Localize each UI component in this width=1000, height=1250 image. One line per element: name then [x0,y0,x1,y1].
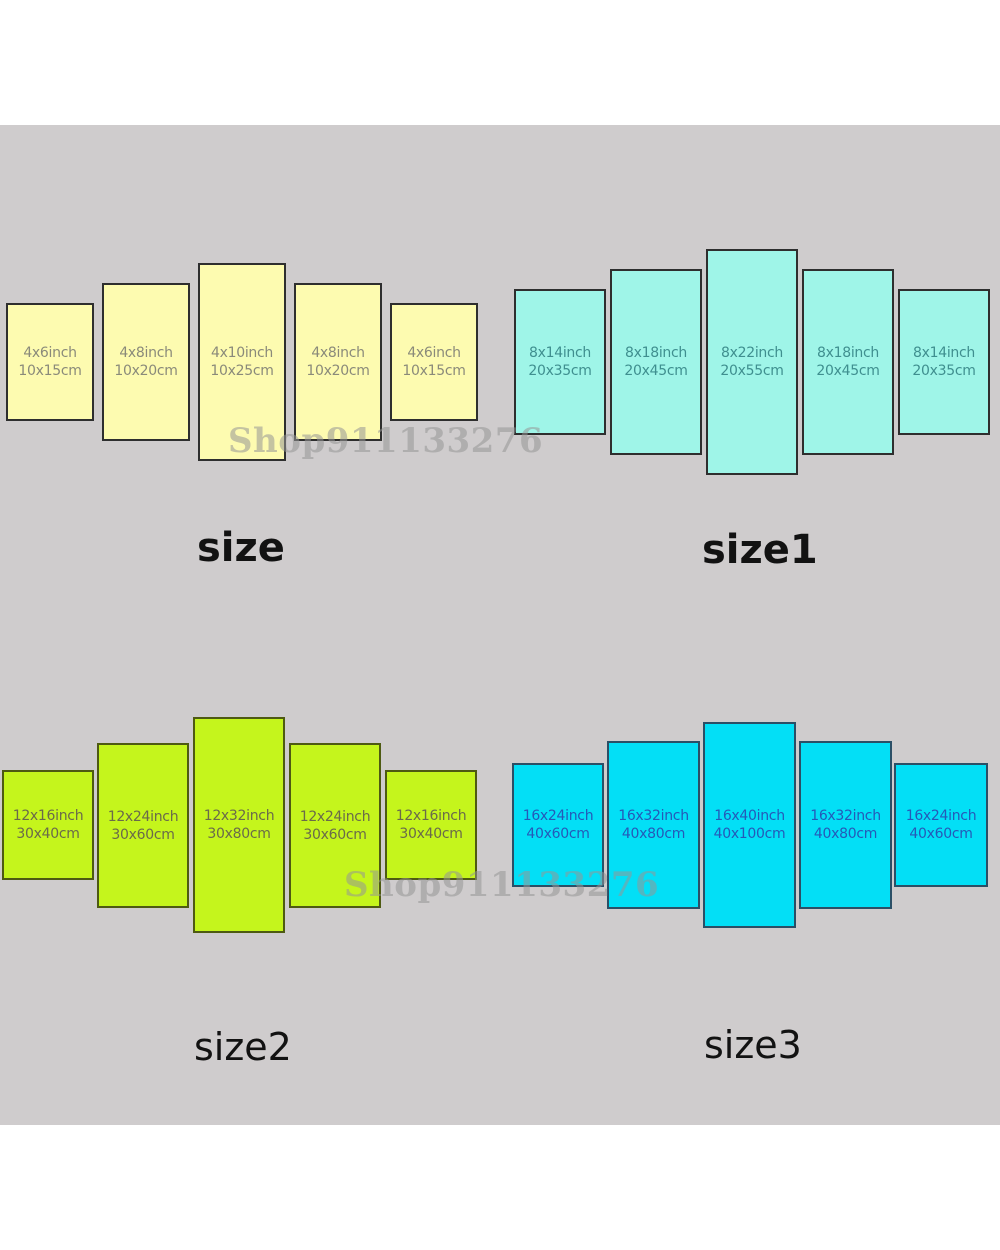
canvas-panel-1: 4x6inch 10x15cm [6,303,94,421]
size-option-size2: 12x16inch 30x40cm 12x24inch 30x60cm 12x3… [0,125,1000,1125]
panel-inch-label: 8x22inch [721,345,783,361]
panel-cm-label: 30x40cm [16,826,80,842]
panel-inch-label: 8x14inch [529,345,591,361]
canvas-panel-4: 16x32inch 40x80cm [799,741,892,909]
size3-caption: size3 [704,1023,802,1067]
canvas-panel-3: 16x40inch 40x100cm [703,722,796,928]
panel-cm-label: 40x100cm [713,826,786,842]
panel-inch-label: 16x24inch [522,808,594,824]
canvas-panel-5: 16x24inch 40x60cm [894,763,988,887]
panel-cm-label: 40x80cm [813,826,878,842]
panel-cm-label: 30x60cm [303,826,367,843]
panel-inch-label: 12x16inch [12,808,84,824]
panel-inch-label: 16x32inch [810,808,881,824]
canvas-panel-2: 8x18inch 20x45cm [610,269,702,455]
size2-caption: size2 [194,1025,292,1069]
panel-cm-label: 10x15cm [402,363,466,379]
panel-cm-label: 20x35cm [528,363,592,379]
size-option-size: 4x6inch 10x15cm 4x8inch 10x20cm 4x10inch… [0,125,1000,1125]
panel-inch-label: 4x10inch [211,345,273,361]
panel-cm-label: 20x35cm [912,363,976,379]
panel-inch-label: 16x24inch [905,808,977,824]
panel-inch-label: 8x18inch [817,345,879,361]
shop-watermark-top: Shop911133276 [228,421,544,461]
panel-inch-label: 8x18inch [625,345,687,361]
panel-inch-label: 4x6inch [23,345,77,361]
panel-cm-label: 10x25cm [210,363,274,379]
canvas-panel-2: 12x24inch 30x60cm [97,743,189,908]
panel-cm-label: 40x80cm [621,826,686,842]
canvas-panel-4: 8x18inch 20x45cm [802,269,894,455]
canvas-panel-5: 8x14inch 20x35cm [898,289,990,435]
panel-inch-label: 8x14inch [913,345,975,361]
panel-inch-label: 4x8inch [311,345,365,361]
panel-cm-label: 30x60cm [111,826,175,843]
panel-cm-label: 20x45cm [624,363,688,379]
size-chart-board: 4x6inch 10x15cm 4x8inch 10x20cm 4x10inch… [0,125,1000,1125]
panel-cm-label: 10x15cm [18,363,82,379]
panel-cm-label: 30x80cm [207,826,271,842]
canvas-panel-4: 12x24inch 30x60cm [289,743,381,908]
canvas-panel-5: 4x6inch 10x15cm [390,303,478,421]
size-option-size1: 8x14inch 20x35cm 8x18inch 20x45cm 8x22in… [0,125,1000,1125]
panel-cm-label: 40x60cm [909,826,973,842]
canvas-panel-1: 12x16inch 30x40cm [2,770,94,880]
panel-inch-label: 12x16inch [395,808,467,824]
panel-cm-label: 10x20cm [114,363,178,379]
shop-watermark-bottom: Shop911133276 [344,865,660,905]
panel-inch-label: 12x32inch [203,808,275,824]
panel-inch-label: 12x24inch [299,808,371,825]
panel-cm-label: 40x60cm [526,826,590,842]
size1-caption: size1 [702,527,818,573]
canvas-panel-5: 12x16inch 30x40cm [385,770,477,880]
canvas-panel-3: 4x10inch 10x25cm [198,263,286,461]
panel-inch-label: 16x40inch [714,808,785,824]
canvas-panel-4: 4x8inch 10x20cm [294,283,382,441]
panel-inch-label: 4x6inch [407,345,461,361]
panel-inch-label: 12x24inch [107,808,179,825]
canvas-panel-3: 8x22inch 20x55cm [706,249,798,475]
canvas-panel-3: 12x32inch 30x80cm [193,717,285,933]
size-caption: size [197,525,285,571]
canvas-panel-2: 4x8inch 10x20cm [102,283,190,441]
canvas-panel-1: 16x24inch 40x60cm [512,763,604,887]
panel-cm-label: 20x45cm [816,363,880,379]
panel-cm-label: 30x40cm [399,826,463,842]
panel-inch-label: 16x32inch [618,808,689,824]
panel-cm-label: 10x20cm [306,363,370,379]
panel-inch-label: 4x8inch [119,345,173,361]
canvas-panel-1: 8x14inch 20x35cm [514,289,606,435]
size-option-size3: 16x24inch 40x60cm 16x32inch 40x80cm 16x4… [0,125,1000,1125]
canvas-panel-2: 16x32inch 40x80cm [607,741,700,909]
panel-cm-label: 20x55cm [720,363,784,379]
